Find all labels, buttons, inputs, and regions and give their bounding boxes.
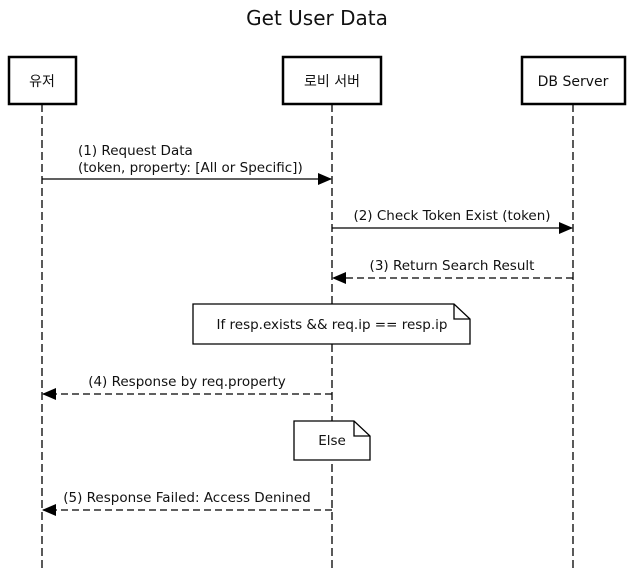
participant-label-lobby-server: 로비 서버 <box>304 74 360 90</box>
participant-label-db-server: DB Server <box>538 74 609 90</box>
message-1-label-line-2: (token, property: [All or Specific]) <box>78 160 303 176</box>
message-3: (3) Return Search Result <box>332 258 573 284</box>
participant-label-user: 유저 <box>29 74 55 90</box>
note-else: Else <box>293 420 371 461</box>
message-1: (1) Request Data (token, property: [All … <box>42 143 332 185</box>
note-if-condition: If resp.exists && req.ip == resp.ip <box>192 303 471 345</box>
message-4-label: (4) Response by req.property <box>88 374 286 390</box>
message-1-label-line-1: (1) Request Data <box>78 143 193 159</box>
message-5-label: (5) Response Failed: Access Denined <box>63 490 311 506</box>
participant-user: 유저 <box>7 55 78 106</box>
diagram-title: Get User Data <box>246 6 388 30</box>
participant-lobby-server: 로비 서버 <box>281 55 383 106</box>
message-5: (5) Response Failed: Access Denined <box>42 490 332 516</box>
note-else-text: Else <box>318 433 346 449</box>
message-2: (2) Check Token Exist (token) <box>332 208 573 234</box>
message-3-label: (3) Return Search Result <box>370 258 535 274</box>
message-4: (4) Response by req.property <box>42 374 332 400</box>
note-if-condition-text: If resp.exists && req.ip == resp.ip <box>216 317 447 333</box>
participant-db-server: DB Server <box>520 55 627 106</box>
message-2-label: (2) Check Token Exist (token) <box>353 208 550 224</box>
